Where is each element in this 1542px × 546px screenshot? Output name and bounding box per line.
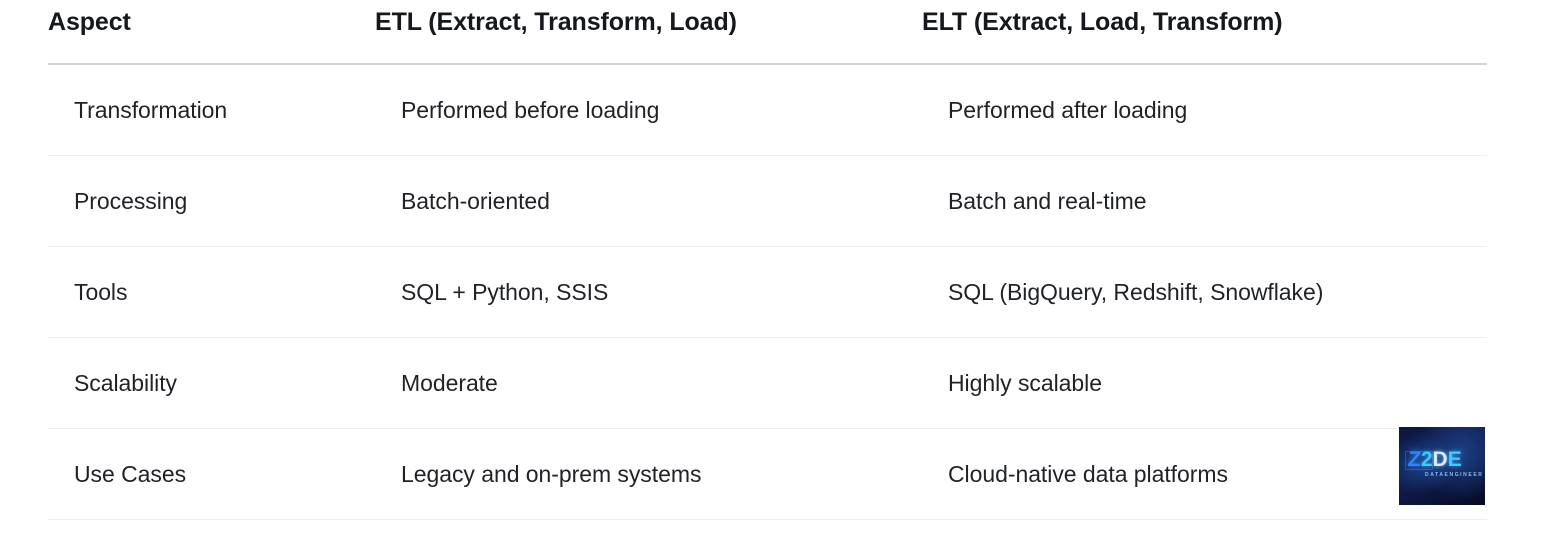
table-row: Transformation Performed before loading … xyxy=(48,64,1487,156)
logo-letter-e: E xyxy=(1447,448,1462,471)
table-row: Scalability Moderate Highly scalable xyxy=(48,337,1487,429)
cell-aspect: Scalability xyxy=(48,337,361,429)
cell-elt: Performed after loading xyxy=(908,64,1487,156)
z2de-watermark-logo: Z2DE DATAENGINEER xyxy=(1399,427,1485,505)
logo-glow xyxy=(1399,433,1455,495)
cell-etl: Performed before loading xyxy=(361,64,908,156)
cell-etl: Batch-oriented xyxy=(361,155,908,247)
column-header-aspect: Aspect xyxy=(48,8,361,65)
logo-letter-d: D xyxy=(1432,448,1448,471)
cell-elt: Batch and real-time xyxy=(908,155,1487,247)
cell-aspect: Use Cases xyxy=(48,428,361,520)
logo-subtext: DATAENGINEER xyxy=(1425,472,1484,478)
table-row: Processing Batch-oriented Batch and real… xyxy=(48,155,1487,247)
etl-elt-comparison-table: Aspect ETL (Extract, Transform, Load) EL… xyxy=(48,8,1487,520)
cell-etl: SQL + Python, SSIS xyxy=(361,246,908,338)
column-header-elt: ELT (Extract, Load, Transform) xyxy=(908,8,1487,65)
table-header-row: Aspect ETL (Extract, Transform, Load) EL… xyxy=(48,8,1487,65)
column-header-etl: ETL (Extract, Transform, Load) xyxy=(361,8,908,65)
logo-wordmark: Z2DE xyxy=(1406,448,1478,471)
cell-elt: Cloud-native data platforms xyxy=(908,428,1487,520)
cell-elt: Highly scalable xyxy=(908,337,1487,429)
cell-aspect: Transformation xyxy=(48,64,361,156)
table-body: Transformation Performed before loading … xyxy=(48,64,1487,520)
cell-etl: Legacy and on-prem systems xyxy=(361,428,908,520)
cell-aspect: Tools xyxy=(48,246,361,338)
table-header: Aspect ETL (Extract, Transform, Load) EL… xyxy=(48,8,1487,65)
cell-elt: SQL (BigQuery, Redshift, Snowflake) xyxy=(908,246,1487,338)
table-row: Use Cases Legacy and on-prem systems Clo… xyxy=(48,428,1487,520)
table-row: Tools SQL + Python, SSIS SQL (BigQuery, … xyxy=(48,246,1487,338)
logo-circuit-icon xyxy=(1405,451,1433,470)
cell-etl: Moderate xyxy=(361,337,908,429)
cell-aspect: Processing xyxy=(48,155,361,247)
logo-letter-two: 2 xyxy=(1420,448,1433,471)
logo-letter-z: Z xyxy=(1406,448,1423,471)
